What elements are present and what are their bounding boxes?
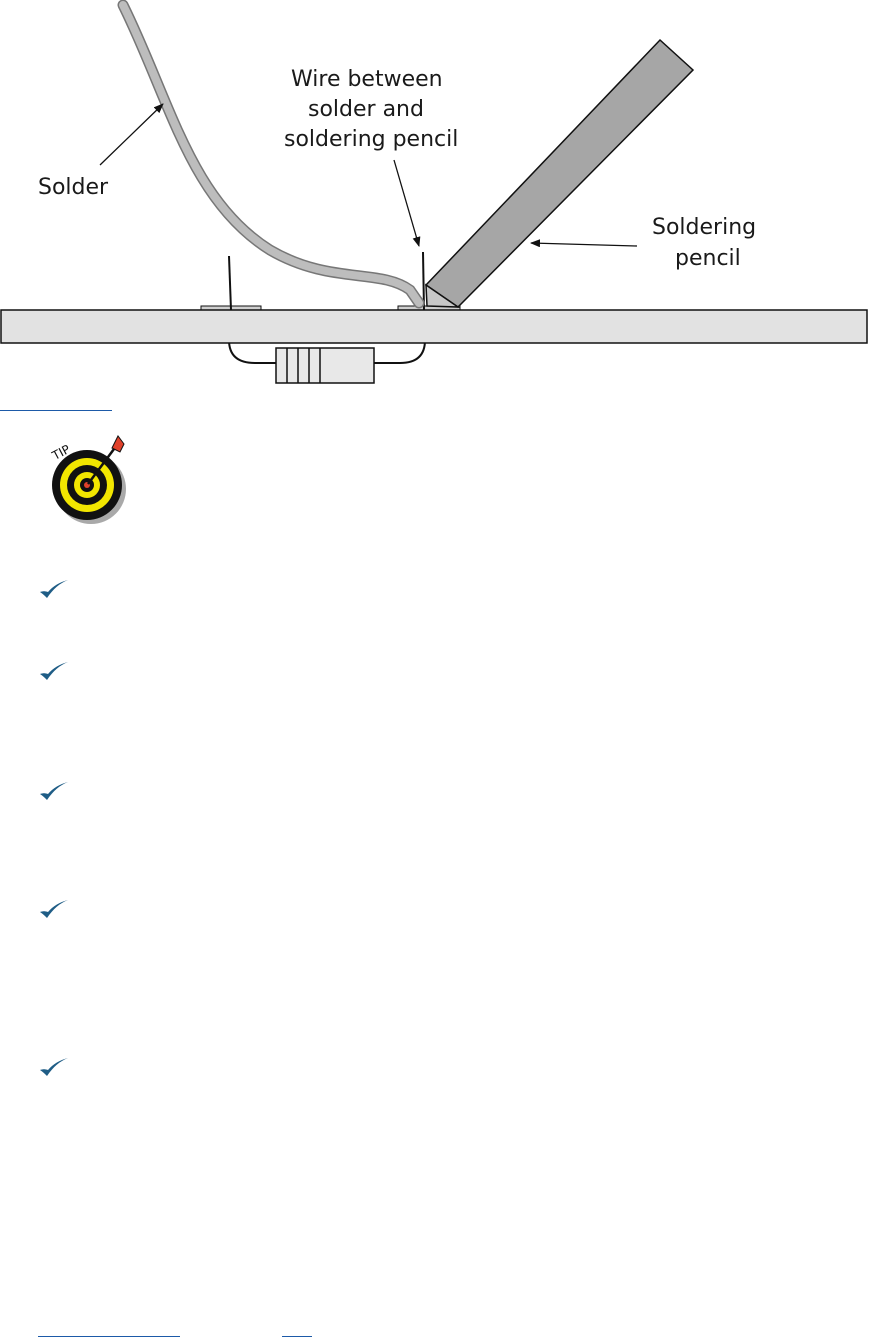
wire-arrow — [393, 159, 421, 247]
figure-rule — [0, 410, 112, 411]
checkmark-icon — [40, 1058, 68, 1076]
soldering-diagram: Solder Wire between solder and soldering… — [0, 0, 868, 384]
component-wire-right — [422, 251, 425, 311]
footer-link-underline-short[interactable] — [282, 1336, 312, 1337]
checkmark-icon — [40, 662, 68, 680]
checkmark-icon — [40, 900, 68, 918]
resistor — [275, 347, 375, 384]
solder-arrow — [99, 103, 164, 166]
pencil-arrow — [530, 239, 638, 248]
checkmark-icon — [40, 782, 68, 800]
tip-target-icon: TIP — [49, 435, 126, 524]
label-wire-line1: Wire between — [291, 67, 443, 92]
label-solder: Solder — [38, 175, 109, 200]
footer-link-underline[interactable] — [38, 1336, 180, 1337]
checkmark-icon — [40, 580, 68, 598]
component-wire-left — [228, 255, 232, 311]
circuit-board — [0, 309, 868, 344]
soldering-pencil-tip — [425, 283, 461, 308]
solder-strand — [117, 0, 425, 309]
resistor-lead-left — [228, 339, 279, 364]
label-pencil-line2: pencil — [675, 246, 741, 271]
label-wire-line2: solder and — [308, 97, 424, 122]
soldering-pencil — [424, 38, 695, 308]
label-pencil-line1: Soldering — [652, 215, 756, 240]
resistor-lead-right — [374, 339, 426, 364]
label-wire-line3: soldering pencil — [284, 127, 458, 152]
